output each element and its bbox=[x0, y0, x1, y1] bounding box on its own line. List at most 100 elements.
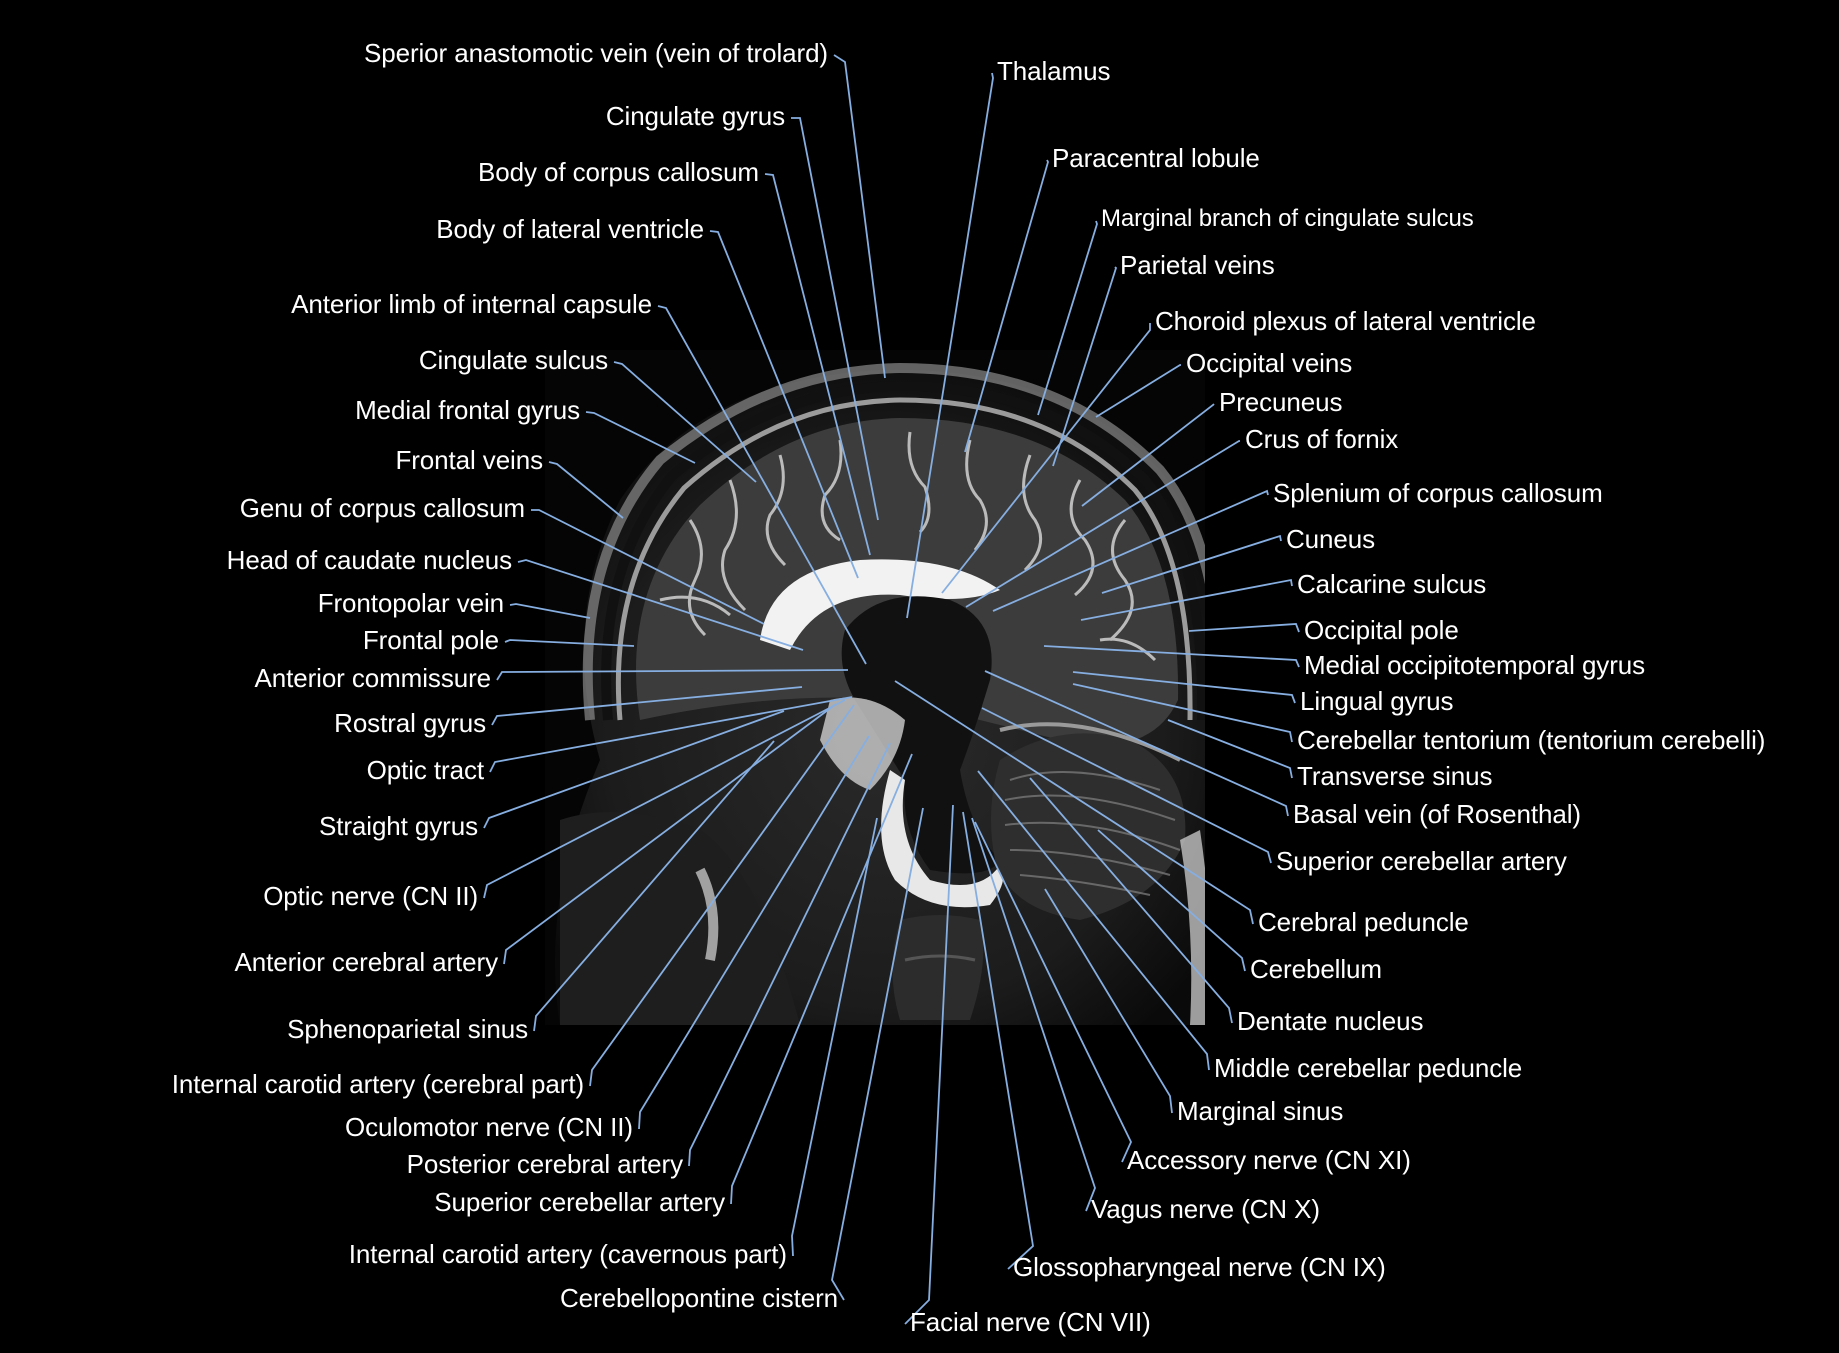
leader-line-straight-gyrus bbox=[483, 710, 785, 829]
label-accessory-nerve-cn-xi: Accessory nerve (CN XI) bbox=[1127, 1145, 1411, 1175]
label-precuneus: Precuneus bbox=[1219, 387, 1343, 417]
label-basal-vein-of-rosenthal: Basal vein (of Rosenthal) bbox=[1293, 799, 1581, 829]
label-cuneus: Cuneus bbox=[1286, 524, 1376, 554]
leader-line-occipital-pole bbox=[1188, 623, 1300, 633]
label-cerebellopontine-cistern: Cerebellopontine cistern bbox=[560, 1283, 838, 1313]
label-internal-carotid-artery-cerebral-part: Internal carotid artery (cerebral part) bbox=[171, 1069, 584, 1099]
label-cingulate-sulcus: Cingulate sulcus bbox=[418, 345, 608, 375]
leader-line-paracentral-lobule bbox=[964, 159, 1049, 453]
label-splenium-of-corpus-callosum: Splenium of corpus callosum bbox=[1273, 478, 1603, 508]
leader-line-dentate-nucleus bbox=[1029, 777, 1233, 1024]
label-head-of-caudate-nucleus: Head of caudate nucleus bbox=[226, 545, 512, 575]
leader-line-body-of-lateral-ventricle bbox=[709, 230, 859, 579]
leader-line-lingual-gyrus bbox=[1072, 671, 1296, 704]
label-body-of-lateral-ventricle: Body of lateral ventricle bbox=[436, 214, 704, 244]
leader-line-middle-cerebellar-peduncle bbox=[977, 770, 1210, 1071]
leader-line-crus-of-fornix bbox=[965, 440, 1240, 608]
leader-line-cerebellum bbox=[1097, 829, 1246, 972]
label-frontopolar-vein: Frontopolar vein bbox=[317, 588, 504, 618]
label-straight-gyrus: Straight gyrus bbox=[318, 811, 478, 841]
label-cerebellum: Cerebellum bbox=[1250, 954, 1382, 984]
label-optic-nerve-cn-ii: Optic nerve (CN II) bbox=[263, 881, 478, 911]
label-oculomotor-nerve-cn-ii: Oculomotor nerve (CN II) bbox=[344, 1112, 633, 1142]
leader-line-sphenoparietal-sinus bbox=[533, 740, 775, 1032]
label-choroid-plexus-of-lateral-ventricle: Choroid plexus of lateral ventricle bbox=[1155, 306, 1536, 336]
leader-line-body-of-corpus-callosum bbox=[764, 173, 871, 556]
leader-line-posterior-cerebral-artery bbox=[688, 742, 891, 1167]
label-cingulate-gyrus: Cingulate gyrus bbox=[605, 101, 785, 131]
leader-line-cingulate-sulcus bbox=[613, 361, 757, 483]
label-parietal-veins: Parietal veins bbox=[1120, 250, 1275, 280]
leader-line-marginal-branch-of-cingulate-sulcus bbox=[1037, 220, 1098, 416]
leader-line-anterior-commissure bbox=[496, 669, 849, 681]
leader-line-parietal-veins bbox=[1052, 266, 1118, 467]
label-transverse-sinus: Transverse sinus bbox=[1297, 761, 1493, 791]
leader-line-vagus-nerve-cn-x bbox=[971, 817, 1096, 1212]
label-medial-occipitotemporal-gyrus: Medial occipitotemporal gyrus bbox=[1304, 650, 1646, 680]
leader-line-anterior-cerebral-artery bbox=[503, 703, 837, 965]
label-dentate-nucleus: Dentate nucleus bbox=[1237, 1006, 1424, 1036]
label-anterior-commissure: Anterior commissure bbox=[254, 663, 492, 693]
leader-line-head-of-caudate-nucleus bbox=[517, 559, 804, 651]
leader-line-occipital-veins bbox=[1095, 364, 1181, 418]
leader-line-sperior-anastomotic-vein-vein-of-trolard bbox=[833, 54, 886, 379]
leader-line-optic-tract bbox=[489, 696, 853, 773]
leader-line-choroid-plexus-of-lateral-ventricle bbox=[941, 323, 1151, 594]
label-cerebral-peduncle: Cerebral peduncle bbox=[1258, 907, 1469, 937]
leader-line-cerebellar-tentorium-tentorium-cerebelli bbox=[1072, 683, 1293, 743]
leader-line-cerebellopontine-cistern bbox=[831, 807, 924, 1301]
leader-line-medial-occipitotemporal-gyrus bbox=[1043, 645, 1300, 668]
label-occipital-pole: Occipital pole bbox=[1304, 615, 1459, 645]
label-middle-cerebellar-peduncle: Middle cerebellar peduncle bbox=[1214, 1053, 1523, 1083]
label-posterior-cerebral-artery: Posterior cerebral artery bbox=[406, 1149, 683, 1179]
leader-line-genu-of-corpus-callosum bbox=[531, 509, 765, 625]
label-frontal-veins: Frontal veins bbox=[395, 445, 543, 475]
leader-line-cuneus bbox=[1101, 534, 1282, 594]
label-thalamus: Thalamus bbox=[997, 56, 1111, 86]
label-crus-of-fornix: Crus of fornix bbox=[1245, 424, 1399, 454]
leader-line-marginal-sinus bbox=[1044, 888, 1173, 1114]
label-occipital-veins: Occipital veins bbox=[1186, 348, 1353, 378]
label-rostral-gyrus: Rostral gyrus bbox=[334, 708, 486, 738]
label-frontal-pole: Frontal pole bbox=[362, 625, 499, 655]
leader-line-frontal-veins bbox=[548, 461, 624, 519]
label-superior-cerebellar-artery: Superior cerebellar artery bbox=[1276, 846, 1567, 876]
leader-line-basal-vein-of-rosenthal bbox=[984, 670, 1289, 817]
label-marginal-branch-of-cingulate-sulcus: Marginal branch of cingulate sulcus bbox=[1101, 205, 1474, 232]
leader-line-superior-cerebellar-artery bbox=[730, 753, 913, 1205]
leader-line-medial-frontal-gyrus bbox=[585, 411, 696, 464]
leader-line-calcarine-sulcus bbox=[1080, 578, 1293, 621]
label-calcarine-sulcus: Calcarine sulcus bbox=[1297, 569, 1487, 599]
label-superior-cerebellar-artery: Superior cerebellar artery bbox=[434, 1187, 725, 1217]
label-anterior-limb-of-internal-capsule: Anterior limb of internal capsule bbox=[291, 289, 652, 319]
label-internal-carotid-artery-cavernous-part: Internal carotid artery (cavernous part) bbox=[348, 1239, 787, 1269]
leader-line-thalamus bbox=[906, 72, 994, 619]
leader-line-precuneus bbox=[1081, 403, 1215, 507]
label-cerebellar-tentorium-tentorium-cerebelli: Cerebellar tentorium (tentorium cerebell… bbox=[1297, 725, 1766, 755]
label-sperior-anastomotic-vein-vein-of-trolard: Sperior anastomotic vein (vein of trolar… bbox=[363, 38, 828, 68]
leader-line-rostral-gyrus bbox=[491, 686, 803, 726]
leader-line-frontal-pole bbox=[504, 639, 635, 647]
leader-line-transverse-sinus bbox=[1167, 719, 1293, 779]
leader-line-optic-nerve-cn-ii bbox=[483, 699, 846, 899]
label-sphenoparietal-sinus: Sphenoparietal sinus bbox=[287, 1014, 528, 1044]
leader-line-accessory-nerve-cn-xi bbox=[974, 821, 1132, 1163]
label-optic-tract: Optic tract bbox=[366, 755, 484, 785]
label-body-of-corpus-callosum: Body of corpus callosum bbox=[478, 157, 759, 187]
leader-line-internal-carotid-artery-cavernous-part bbox=[791, 817, 878, 1257]
label-lingual-gyrus: Lingual gyrus bbox=[1300, 686, 1454, 716]
label-glossopharyngeal-nerve-cn-ix: Glossopharyngeal nerve (CN IX) bbox=[1013, 1252, 1386, 1282]
label-vagus-nerve-cn-x: Vagus nerve (CN X) bbox=[1091, 1194, 1320, 1224]
leader-line-oculomotor-nerve-cn-ii bbox=[638, 735, 870, 1130]
leader-line-cingulate-gyrus bbox=[791, 117, 879, 521]
leader-line-glossopharyngeal-nerve-cn-ix bbox=[962, 811, 1034, 1270]
leader-line-internal-carotid-artery-cerebral-part bbox=[589, 704, 855, 1087]
label-marginal-sinus: Marginal sinus bbox=[1177, 1096, 1344, 1126]
label-medial-frontal-gyrus: Medial frontal gyrus bbox=[355, 395, 580, 425]
label-paracentral-lobule: Paracentral lobule bbox=[1052, 143, 1260, 173]
leader-line-splenium-of-corpus-callosum bbox=[992, 489, 1269, 612]
label-anterior-cerebral-artery: Anterior cerebral artery bbox=[234, 947, 499, 977]
